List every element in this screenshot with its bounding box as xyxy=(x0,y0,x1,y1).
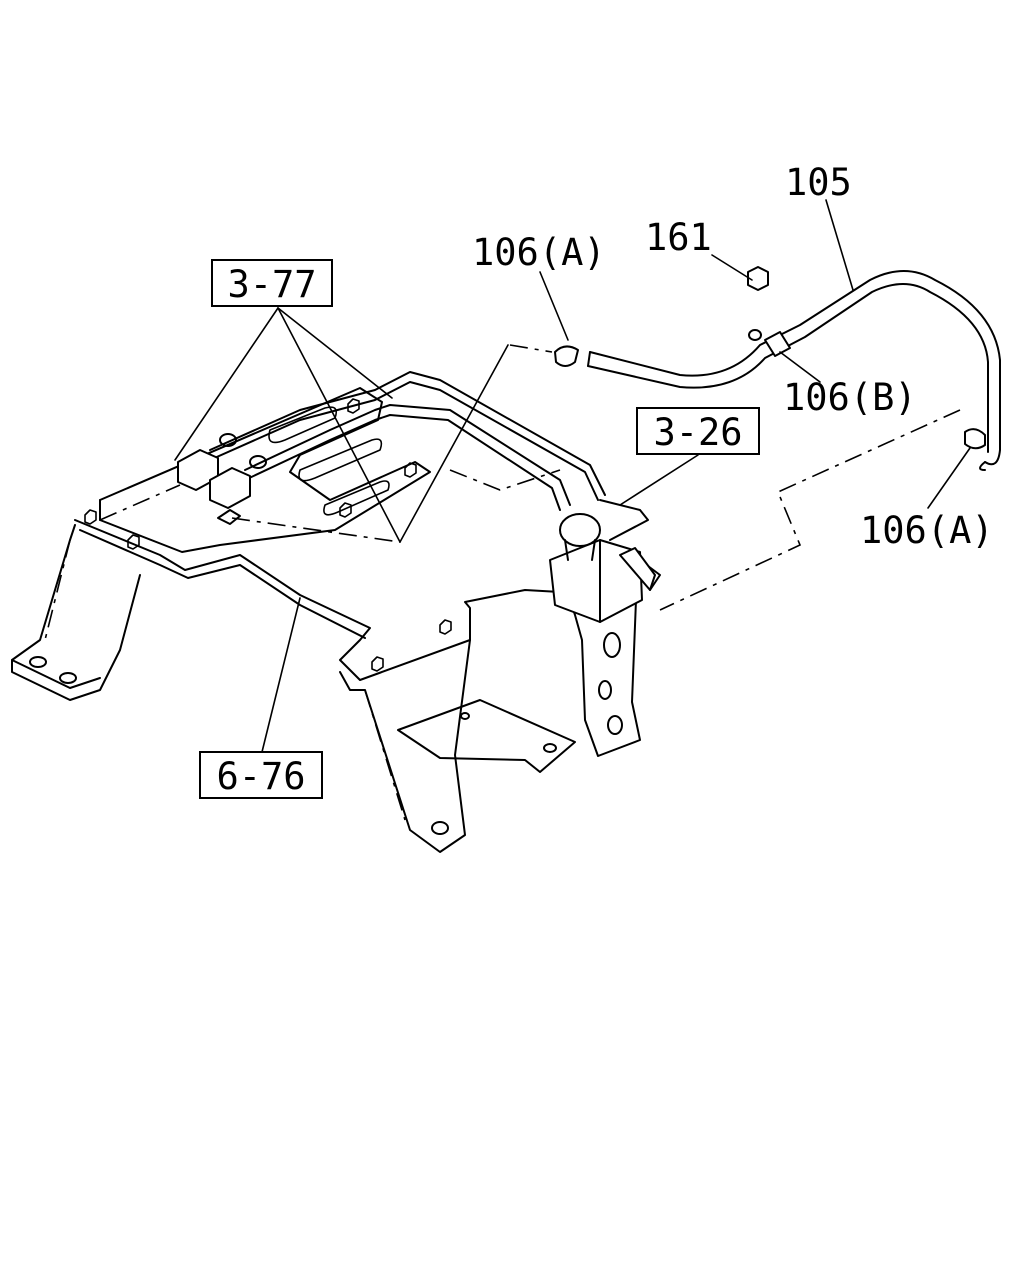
label-105[interactable]: 105 xyxy=(785,161,852,204)
callout-3-77[interactable]: 3-77 xyxy=(211,259,333,307)
label-106a-right[interactable]: 106(A) xyxy=(860,509,994,552)
pipe-assembly xyxy=(177,371,606,525)
label-161[interactable]: 161 xyxy=(645,216,712,259)
callout-6-76-text: 6-76 xyxy=(216,755,305,798)
reservoir-tank xyxy=(549,499,656,623)
label-106b[interactable]: 106(B) xyxy=(783,376,917,419)
bracket-frame xyxy=(11,387,661,853)
label-106a-top[interactable]: 106(A) xyxy=(472,231,606,274)
callout-6-76[interactable]: 6-76 xyxy=(199,751,323,799)
leader-lines xyxy=(174,199,971,753)
hose-105 xyxy=(231,266,1001,611)
callout-3-26[interactable]: 3-26 xyxy=(636,407,760,455)
callout-3-26-text: 3-26 xyxy=(653,411,742,454)
callout-3-77-text: 3-77 xyxy=(227,263,316,306)
